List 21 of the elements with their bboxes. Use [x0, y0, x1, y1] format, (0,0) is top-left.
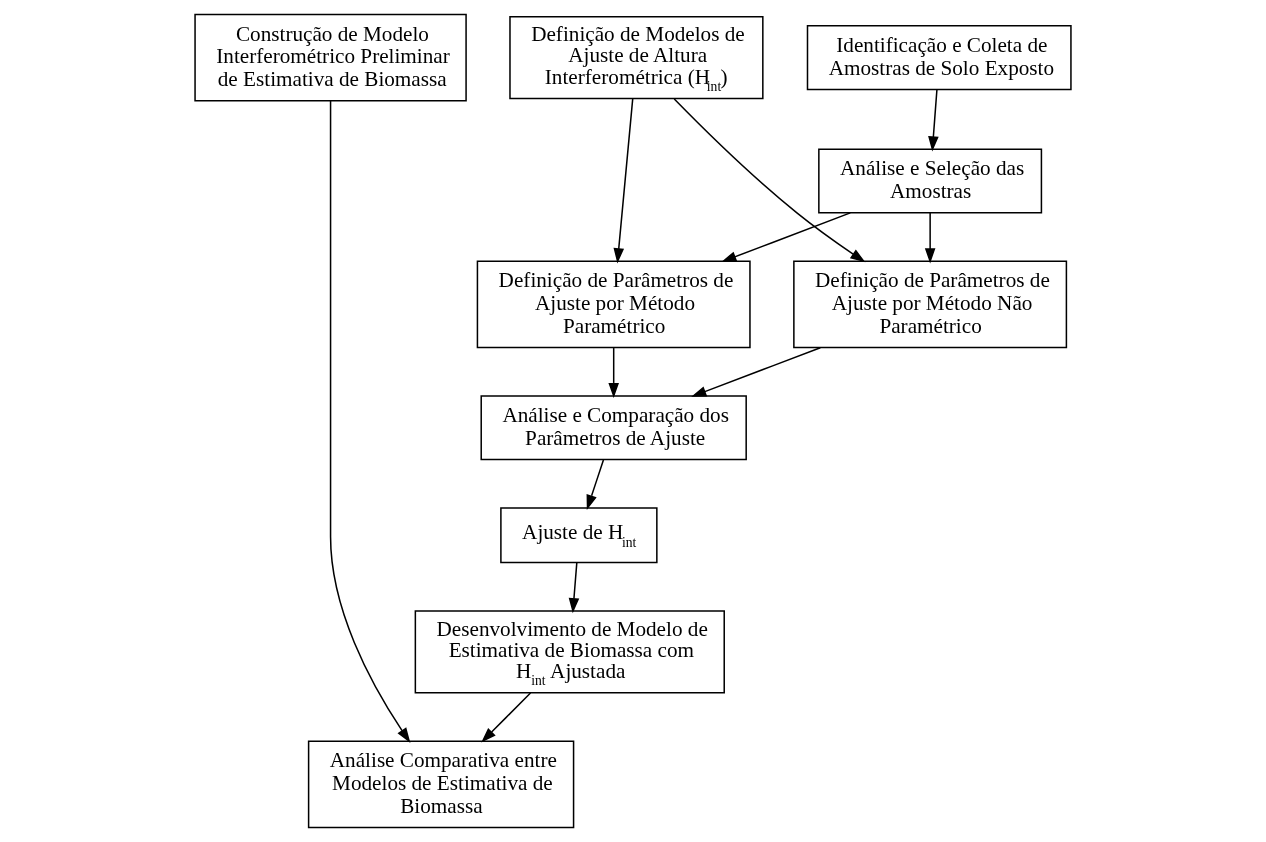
arrow	[586, 459, 605, 510]
node-box: Identificação e Coleta de Amostras de Solo Exposto	[806, 25, 1072, 91]
arrow	[691, 346, 822, 397]
node-box: Definição de Parâmetros de Ajuste por Método Não Paramétrico	[793, 260, 1068, 349]
arrow	[721, 212, 852, 262]
arrow	[568, 561, 580, 614]
arrow	[928, 88, 939, 152]
node-box: Definição de Modelos de Ajuste de Altura Interferométrica (H$_{int}$)	[509, 16, 764, 100]
node-box: Construção de Modelo Interferométrico Preliminar de Estimativa de Biomassa	[194, 13, 467, 102]
node-box: Análise e Comparação dos Parâmetros de Ajuste	[480, 395, 747, 461]
arrow	[481, 692, 532, 743]
node-box: Ajuste de H$_{int}$	[500, 507, 658, 564]
arrow	[608, 347, 619, 399]
node-box: Definição de Parâmetros de Ajuste por Método Paramétrico	[476, 260, 751, 349]
arrow	[329, 100, 411, 743]
arrow	[924, 212, 936, 264]
node-box: Análise e Seleção das Amostras	[818, 148, 1043, 214]
node-box: Análise Comparativa entre Modelos de Estimativa de Biomassa	[307, 740, 575, 829]
arrow	[613, 98, 634, 264]
node-box: Desenvolvimento de Modelo de Estimativa de Biomassa com H$_{int}$ Ajustada	[414, 610, 725, 694]
arrow	[673, 98, 866, 263]
